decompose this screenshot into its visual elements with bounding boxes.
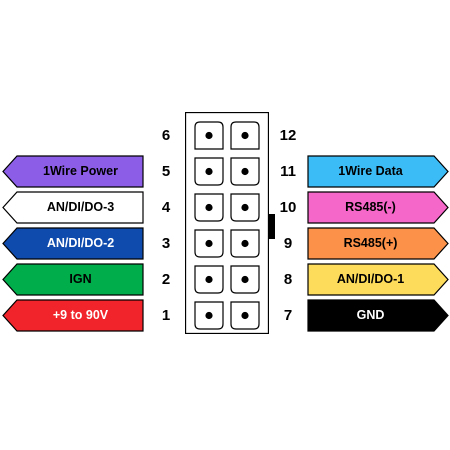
signal-label-text: AN/DI/DO-2 — [46, 236, 115, 250]
pin-socket — [230, 301, 260, 330]
right-signal-label: GND — [307, 299, 449, 332]
pin-number-left: 3 — [161, 234, 171, 252]
right-signal-label: RS485(+) — [307, 227, 449, 260]
pin-socket — [194, 265, 224, 294]
pin-number-right: 11 — [280, 162, 296, 180]
signal-label-text: AN/DI/DO-1 — [336, 272, 405, 286]
pin-socket — [230, 265, 260, 294]
pin-socket — [230, 157, 260, 186]
pin-socket — [230, 229, 260, 258]
pin-number-right: 8 — [283, 270, 293, 288]
signal-label-text: IGN — [69, 272, 92, 286]
pin-number-left: 5 — [161, 162, 171, 180]
left-signal-label: AN/DI/DO-2 — [2, 227, 144, 260]
pin-socket — [230, 121, 260, 150]
pin-number-left: 4 — [161, 198, 171, 216]
right-signal-label: AN/DI/DO-1 — [307, 263, 449, 296]
left-signal-label: AN/DI/DO-3 — [2, 191, 144, 224]
pin-socket — [230, 193, 260, 222]
signal-label-text: 1Wire Power — [43, 164, 118, 178]
signal-label-text: RS485(+) — [343, 236, 398, 250]
pin-number-left: 2 — [161, 270, 171, 288]
pin-number-left: 1 — [161, 306, 171, 324]
pin-socket — [194, 301, 224, 330]
right-signal-label: RS485(-) — [307, 191, 449, 224]
left-signal-label: 1Wire Power — [2, 155, 144, 188]
pin-socket — [194, 193, 224, 222]
signal-label-text: 1Wire Data — [338, 164, 403, 178]
signal-label-text: GND — [356, 308, 385, 322]
pin-number-right: 9 — [283, 234, 293, 252]
right-signal-label: 1Wire Data — [307, 155, 449, 188]
signal-label-text: RS485(-) — [345, 200, 396, 214]
pin-number-right: 10 — [279, 198, 297, 216]
pin-socket — [194, 121, 224, 150]
pin-number-right: 7 — [283, 306, 293, 324]
pin-number-right: 12 — [279, 126, 297, 144]
pin-socket — [194, 229, 224, 258]
signal-label-text: AN/DI/DO-3 — [46, 200, 115, 214]
left-signal-label: IGN — [2, 263, 144, 296]
signal-label-text: +9 to 90V — [52, 308, 109, 322]
pin-socket — [194, 157, 224, 186]
pin-number-left: 6 — [161, 126, 171, 144]
left-signal-label: +9 to 90V — [2, 299, 144, 332]
connector-latch — [268, 214, 275, 239]
